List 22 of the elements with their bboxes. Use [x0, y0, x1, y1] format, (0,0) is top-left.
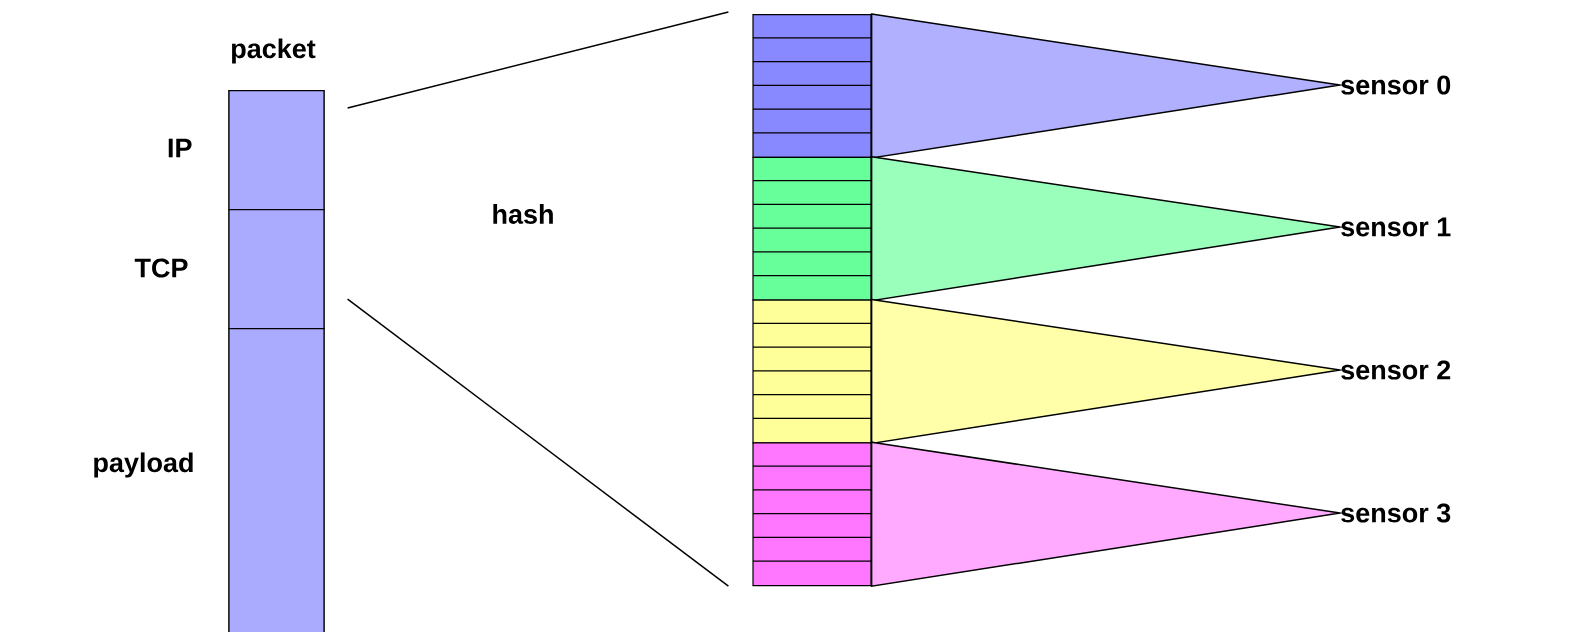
sensor-label: sensor 2 — [1341, 360, 1451, 380]
fan-triangle — [870, 155, 1345, 302]
node-label: TCP — [134, 258, 188, 278]
sensor-label: sensor 1 — [1341, 217, 1451, 237]
zoom-line — [346, 298, 730, 587]
packet-segment: payload — [94, 328, 325, 632]
fan-triangle — [870, 441, 1345, 588]
fan-triangle — [870, 298, 1345, 445]
fan-triangle — [870, 13, 1345, 159]
hash-bucket-group — [752, 156, 872, 301]
node-label: payload — [94, 452, 193, 478]
sensor-label: sensor 0 — [1341, 75, 1451, 95]
node-label: packet — [232, 38, 316, 64]
node-label: IP — [168, 138, 192, 158]
packet-segment: TCP — [134, 209, 325, 330]
hash-bucket-group — [752, 299, 872, 444]
hash-bucket-group — [752, 442, 872, 587]
hash-bucket-group — [752, 14, 872, 158]
zoom-line — [346, 11, 730, 109]
sensor-label: sensor 3 — [1341, 503, 1451, 523]
packet-segment: IP — [168, 90, 325, 211]
hash-label: hash — [493, 204, 553, 224]
